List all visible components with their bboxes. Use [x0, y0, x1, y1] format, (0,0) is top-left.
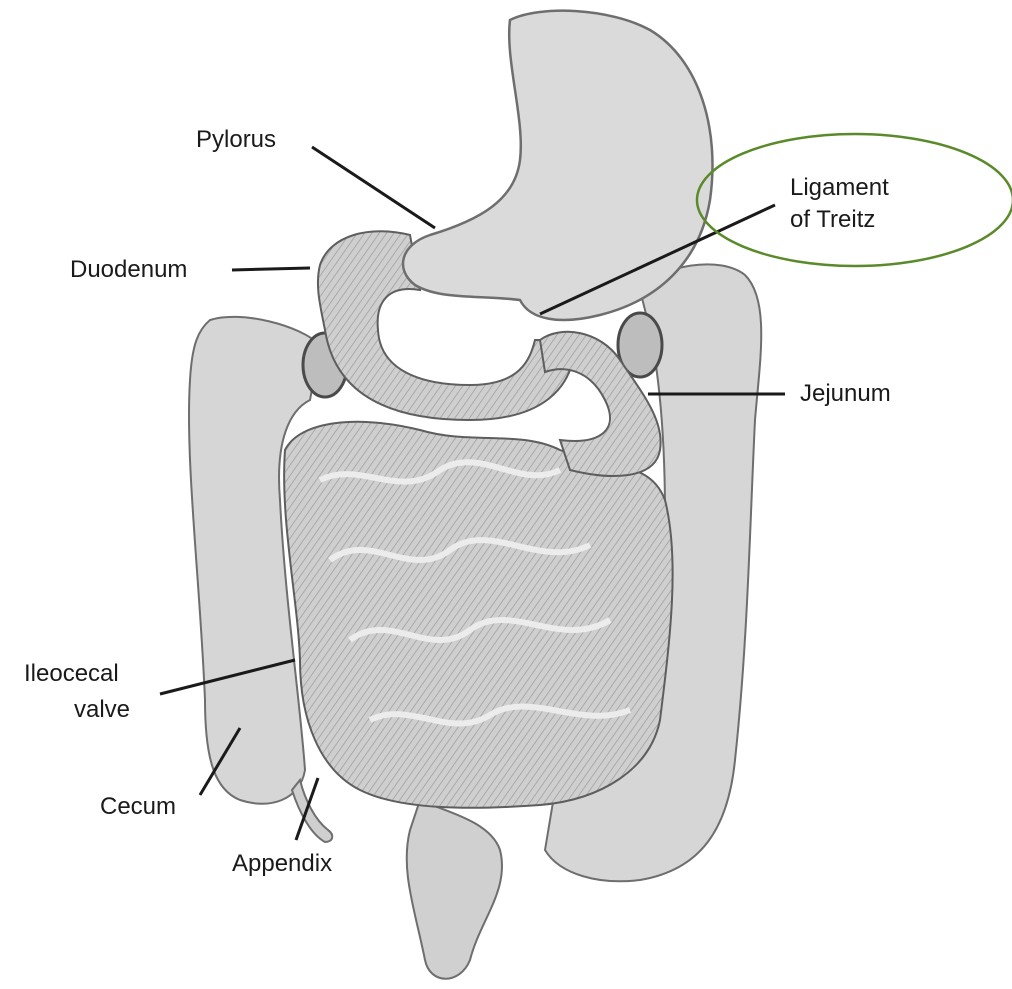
- pylorus-label: Pylorus: [196, 126, 276, 154]
- small-intestine: [284, 422, 673, 808]
- appendix-label: Appendix: [232, 850, 332, 878]
- pylorus-leader: [312, 147, 435, 228]
- cecum-label: Cecum: [100, 793, 176, 821]
- jejunum-label: Jejunum: [800, 380, 891, 408]
- ileocecal-label-line2: valve: [74, 696, 130, 724]
- ileocecal-label-line1: Ileocecal: [24, 660, 119, 688]
- ligament-label-line2: of Treitz: [790, 206, 875, 234]
- sigmoid-rectum: [407, 800, 502, 979]
- ligament-label-line1: Ligament: [790, 174, 889, 202]
- duodenum-leader: [232, 268, 310, 270]
- duodenum-label: Duodenum: [70, 256, 187, 284]
- stomach: [403, 11, 713, 320]
